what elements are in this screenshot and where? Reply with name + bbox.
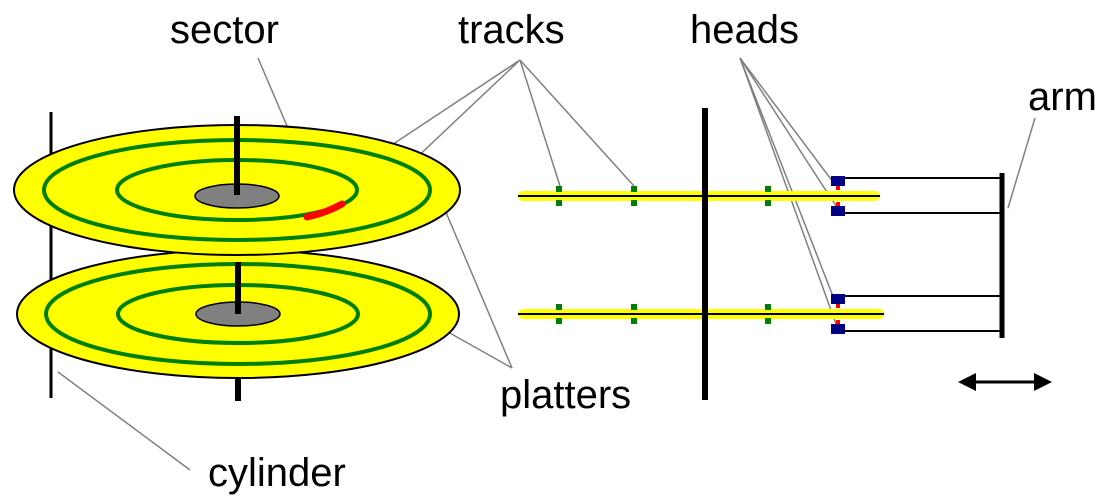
label-cylinder: cylinder <box>208 451 346 495</box>
tracks-leader-line-3 <box>519 59 561 187</box>
track-dot <box>556 186 562 192</box>
platter-lower <box>16 249 460 401</box>
platters-leader-line-1 <box>444 209 513 369</box>
head-tip <box>836 304 840 308</box>
cylinder-leader-line <box>57 371 191 471</box>
head <box>831 206 845 216</box>
edge-view <box>518 108 884 400</box>
label-platters: platters <box>500 373 631 417</box>
track-dot <box>556 304 562 310</box>
head <box>831 294 845 304</box>
head-tip <box>836 186 840 190</box>
track-dot <box>556 318 562 324</box>
label-arm: arm <box>1028 75 1097 119</box>
label-tracks: tracks <box>458 8 565 52</box>
tracks-leader-line-4 <box>519 59 635 187</box>
heads-leader-line-2 <box>739 57 837 207</box>
track-dot <box>631 318 637 324</box>
track-dot <box>765 186 771 192</box>
platters-leader-line-2 <box>447 331 513 369</box>
head <box>831 176 845 186</box>
double-arrow-horizontal-icon <box>958 373 1052 391</box>
tracks-leader-line-2 <box>411 59 521 163</box>
track-dot <box>556 200 562 206</box>
track-dot <box>631 186 637 192</box>
sector-mark <box>303 200 346 221</box>
track-dot <box>765 304 771 310</box>
track-dot <box>765 318 771 324</box>
head-tip <box>836 202 840 206</box>
track-dot <box>631 304 637 310</box>
label-heads: heads <box>690 8 799 52</box>
label-sector: sector <box>170 8 279 52</box>
arm-leader-line <box>1007 117 1036 209</box>
head-tip <box>836 320 840 324</box>
head <box>831 324 845 334</box>
heads-leader-line-1 <box>739 57 837 187</box>
platter-upper <box>13 116 461 256</box>
head-arm-assembly <box>831 173 1005 338</box>
track-dot <box>765 200 771 206</box>
track-dot <box>631 200 637 206</box>
heads-leader-line-3 <box>739 57 837 305</box>
